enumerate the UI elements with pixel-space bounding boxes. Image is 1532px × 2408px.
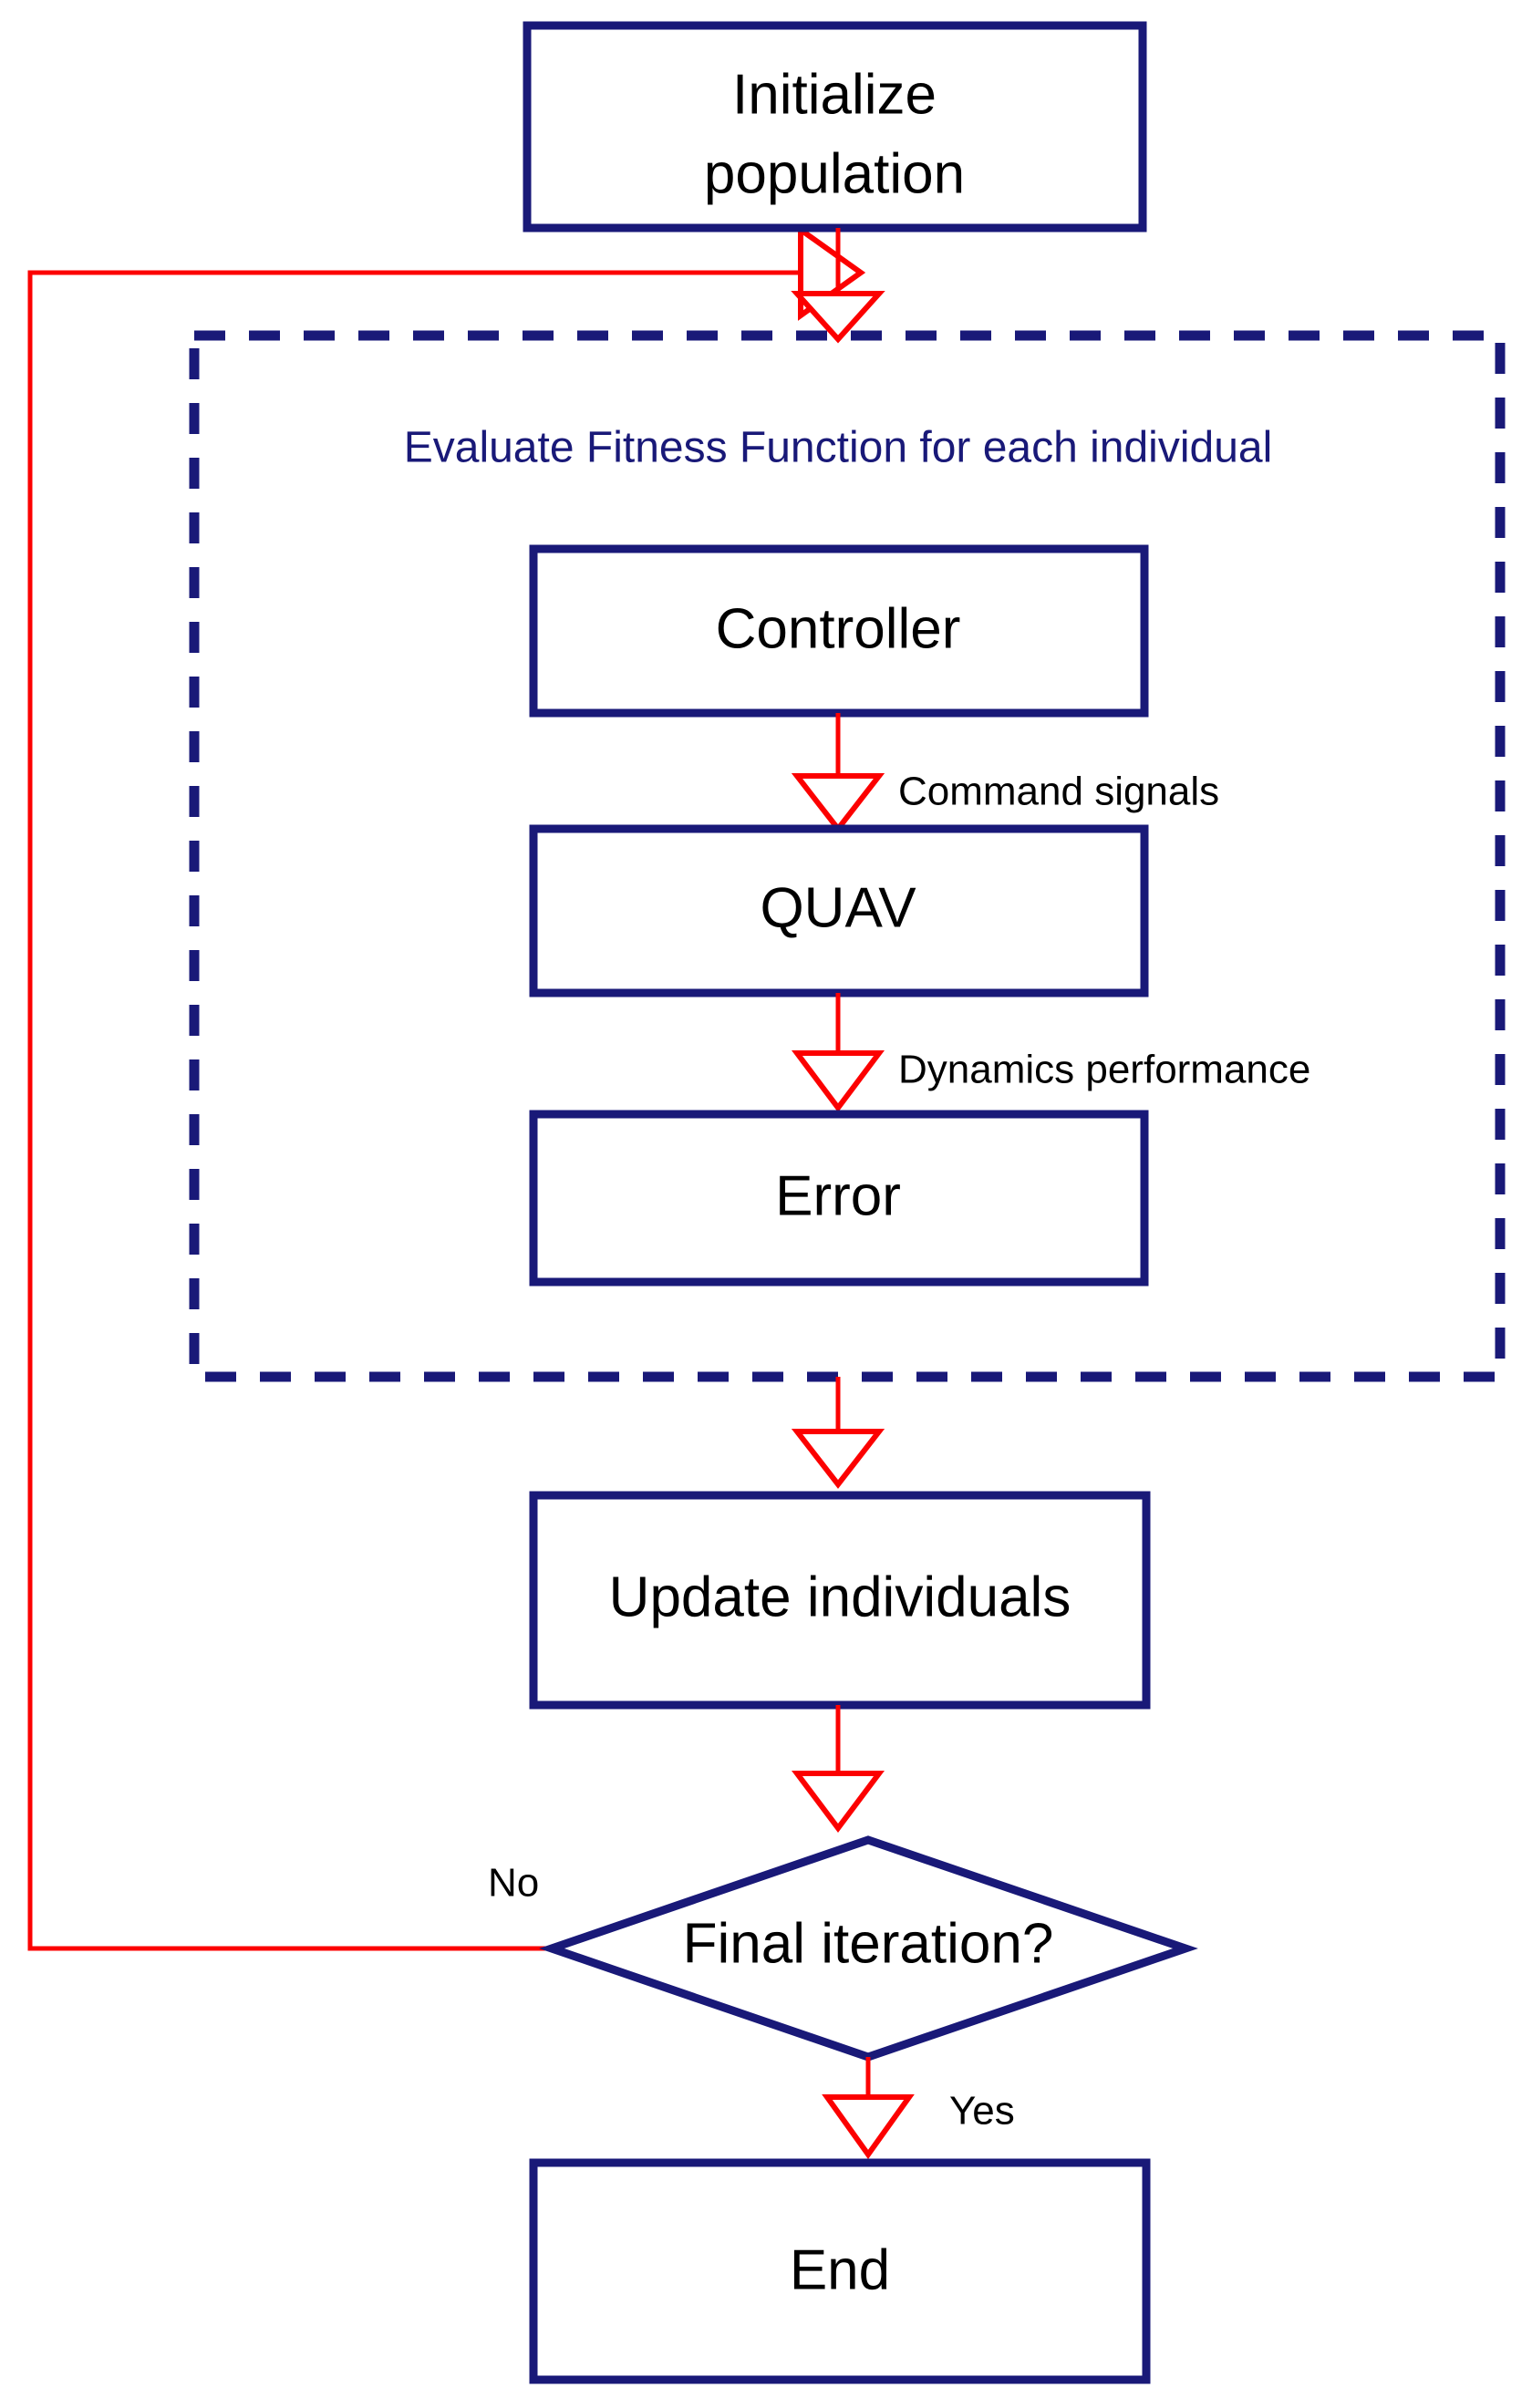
quav-box[interactable]	[529, 824, 1149, 997]
edge-initialize-to-fitness-group	[791, 228, 885, 344]
initialize-population-box[interactable]	[523, 21, 1147, 233]
error-box[interactable]	[529, 1110, 1149, 1287]
initialize-population-label-line1: Initialize	[732, 63, 937, 126]
edge-controller-to-quav: Command signals	[791, 713, 1219, 833]
initialize-population-label-line2: population	[704, 142, 965, 205]
end-label: End	[790, 2238, 890, 2301]
initialize-to-group-arrowhead-icon	[791, 291, 885, 344]
node-final-iteration-decision[interactable]: Final iteration?	[539, 1835, 1198, 2062]
command-signals-label: Command signals	[898, 770, 1219, 814]
final-iteration-label: Final iteration?	[683, 1912, 1054, 1975]
fitness-group-title: Evaluate Fitness Function for each indiv…	[404, 424, 1273, 472]
error-label: Error	[775, 1164, 901, 1227]
controller-to-quav-arrowhead-icon	[791, 773, 885, 833]
node-end[interactable]: End	[529, 2158, 1151, 2384]
node-quav[interactable]: QUAV	[529, 824, 1149, 997]
edge-decision-to-end: Yes	[822, 2057, 1015, 2160]
node-controller[interactable]: Controller	[529, 544, 1149, 718]
decision-to-end-arrowhead-icon	[822, 2094, 915, 2160]
quav-to-error-arrowhead-icon	[792, 1050, 885, 1112]
edge-group-to-update	[791, 1377, 885, 1489]
node-initialize-population[interactable]: Initialize population	[523, 21, 1147, 233]
node-update-individuals[interactable]: Update individuals	[529, 1491, 1151, 1710]
fitness-evaluation-group: Evaluate Fitness Function for each indiv…	[189, 330, 1506, 1382]
feedback-loop-line	[27, 270, 801, 1951]
edge-update-to-decision	[792, 1705, 885, 1833]
controller-label: Controller	[716, 597, 961, 660]
no-branch-label: No	[488, 1861, 539, 1906]
update-individuals-label: Update individuals	[609, 1566, 1071, 1628]
fitness-group-dashed-border	[189, 330, 1506, 1382]
update-individuals-box[interactable]	[529, 1491, 1151, 1710]
update-to-decision-arrowhead-icon	[792, 1771, 885, 1833]
dynamics-performance-label: Dynamics performance	[898, 1048, 1310, 1092]
node-error[interactable]: Error	[529, 1110, 1149, 1287]
edge-quav-to-error: Dynamics performance	[792, 993, 1310, 1112]
quav-label: QUAV	[760, 876, 916, 939]
end-box[interactable]	[529, 2158, 1151, 2384]
yes-branch-label: Yes	[949, 2089, 1015, 2134]
group-to-update-arrowhead-icon	[791, 1429, 885, 1489]
